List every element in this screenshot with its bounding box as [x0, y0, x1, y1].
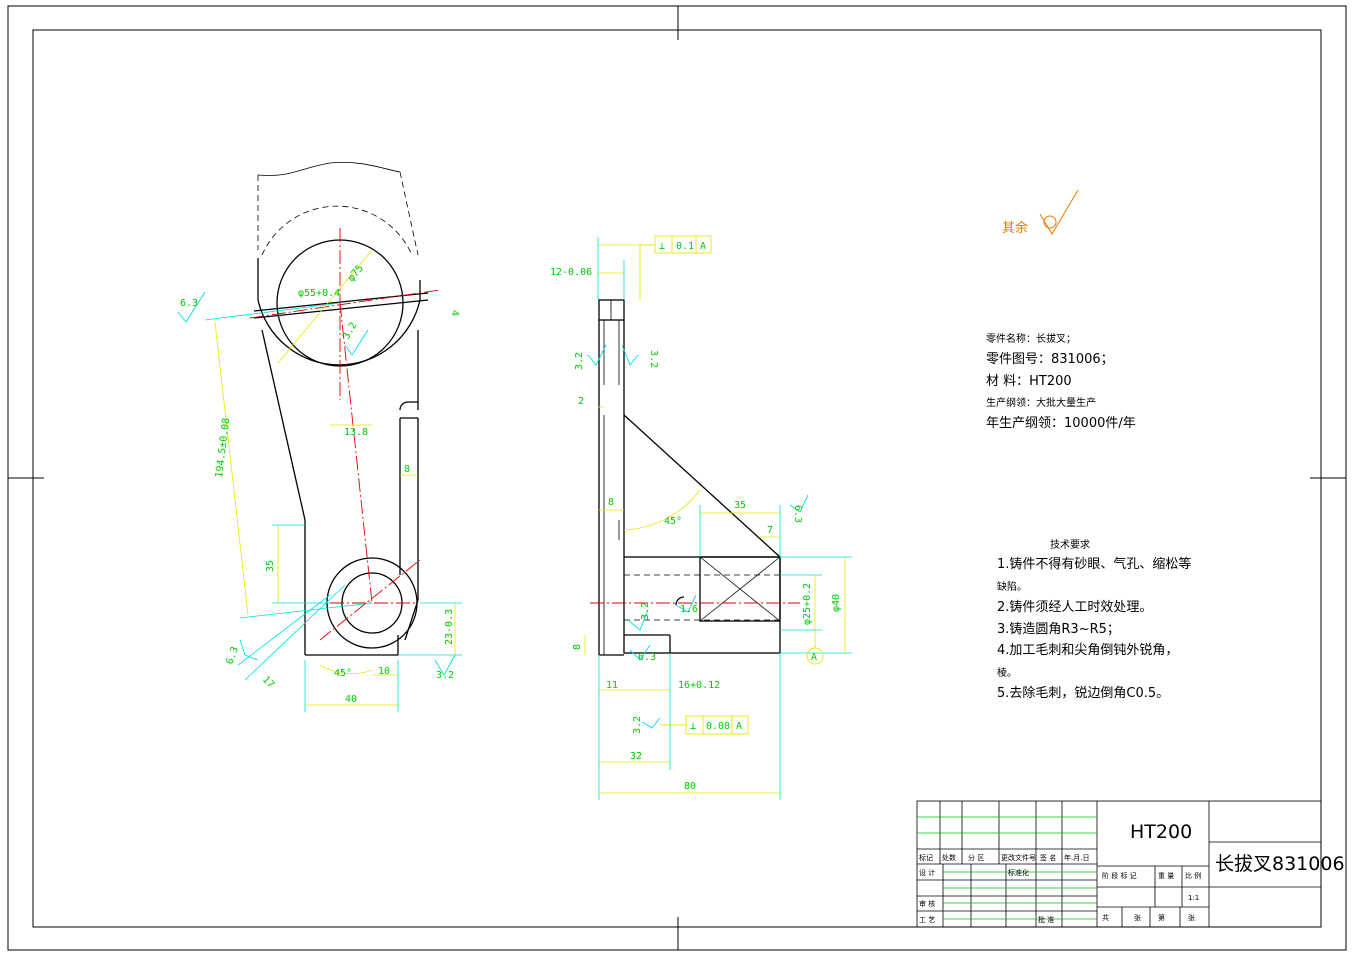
side-view — [584, 235, 852, 800]
surface-finish-note: 其余 — [1002, 189, 1079, 236]
part-number: 零件图号：831006； — [986, 352, 1114, 367]
roughness-3-2-left: 3.2 — [574, 352, 585, 370]
part-material: 材 料：HT200 — [986, 374, 1072, 389]
dim-40: 40 — [345, 694, 357, 705]
roughness-6-3-b: 6.3 — [224, 645, 241, 666]
tb-row-label-6: 年.月.日 — [1064, 853, 1089, 862]
part-name: 零件名称：长拔叉； — [986, 332, 1076, 345]
dim-45deg: 45° — [334, 668, 352, 679]
scale-value: 1:1 — [1188, 894, 1199, 902]
fcf-top-symbol: ⊥ — [659, 241, 665, 252]
tb-right-label-1: 阶 段 标 记 — [1102, 871, 1137, 880]
dim-7: 7 — [767, 525, 773, 536]
surface-finish-label: 其余 — [1002, 220, 1028, 236]
dim-16: 16+0.12 — [678, 680, 720, 691]
tb-row-label-5: 签 名 — [1040, 853, 1056, 862]
dim-45deg-side: 45° — [664, 516, 682, 527]
fcf-top-tol: 0.1 — [676, 241, 694, 252]
tb-row-label-1: 标记 — [919, 853, 933, 862]
dim-35: 35 — [265, 560, 276, 572]
dim-d40: φ40 — [831, 594, 842, 612]
dim-10: 10 — [378, 666, 390, 677]
dim-2: 2 — [578, 396, 584, 407]
roughness-3-2-d: 3.2 — [632, 716, 643, 734]
tb-bottom-label-1: 共 — [1102, 913, 1109, 922]
dim-32: 32 — [630, 751, 642, 762]
title-block-text: HT200 长拔叉831006 1:1 标记 处数 分 区 更改文件号 签 名 … — [919, 821, 1345, 924]
roughness-6-3-c: 6.3 — [638, 652, 656, 663]
technical-requirements: 技术要求 1.铸件不得有砂眼、气孔、缩松等 缺陷。 2.铸件须经人工时效处理。 … — [997, 538, 1191, 701]
tb-row-label-4: 更改文件号 — [1001, 853, 1036, 862]
dim-8-b: 8 — [572, 644, 583, 650]
roughness-6-3-side: 6.3 — [792, 505, 803, 523]
dim-d55: φ55+0.4 — [298, 288, 340, 299]
dim-11: 11 — [606, 680, 618, 691]
tech-req-item-4-cont: 棱。 — [997, 666, 1017, 679]
drawing-title: 长拔叉831006 — [1215, 853, 1345, 875]
tb-left-label-5: 批 准 — [1038, 915, 1054, 924]
side-view-dim-labels: ⊥ 0.1 A 12-0.06 3.2 3.2 2 8 45° 35 7 6.3… — [550, 241, 842, 792]
fcf-top-datum: A — [700, 241, 706, 252]
fcf-bottom-tol: 0.08 — [706, 721, 730, 732]
tech-req-item-5: 5.去除毛刺，锐边倒角C0.5。 — [997, 686, 1169, 701]
roughness-symbol-icon — [1039, 189, 1079, 235]
roughness-3-2-b: 3.2 — [436, 670, 454, 681]
tb-row-label-2: 处数 — [942, 853, 956, 862]
dim-12: 12-0.06 — [550, 267, 592, 278]
roughness-3-2-right: 3.2 — [648, 350, 659, 368]
fcf-bottom-symbol: ⊥ — [690, 721, 696, 732]
roughness-3-2-a: 3.2 — [341, 320, 360, 341]
dim-23: 23-0.3 — [444, 609, 455, 645]
tech-req-item-3: 3.铸造圆角R3~R5； — [997, 621, 1120, 637]
roughness-1-6: 1.6 — [680, 604, 698, 615]
tb-bottom-label-2: 张 — [1134, 913, 1141, 922]
dim-17: 17 — [260, 674, 276, 690]
tech-req-item-4: 4.加工毛刺和尖角倒钝外锐角， — [997, 643, 1178, 658]
roughness-6-3-a: 6.3 — [180, 298, 198, 309]
dim-13-8: 13.8 — [344, 427, 368, 438]
tb-row-label-3: 分 区 — [968, 853, 984, 862]
dim-8-a: 8 — [608, 497, 614, 508]
dim-80: 80 — [684, 781, 696, 792]
title-material: HT200 — [1130, 821, 1192, 843]
tb-bottom-label-3: 第 — [1158, 913, 1165, 922]
production-type: 生产纲领：大批大量生产 — [986, 396, 1096, 409]
tb-left-label-1: 设 计 — [919, 868, 935, 877]
tech-req-item-1: 1.铸件不得有砂眼、气孔、缩松等 — [997, 556, 1191, 572]
tb-bottom-label-4: 张 — [1188, 913, 1195, 922]
datum-a-label: A — [811, 652, 817, 663]
roughness-circle-icon — [1043, 215, 1057, 229]
dim-35-side: 35 — [734, 500, 746, 511]
sheet-border — [7, 5, 1347, 951]
roughness-3-2-c: 3.2 — [640, 602, 651, 620]
dim-8: 8 — [404, 464, 410, 475]
tech-req-title: 技术要求 — [1050, 538, 1090, 551]
title-block — [916, 800, 1322, 928]
dim-length: 194.5±0.08 — [214, 417, 232, 478]
tech-req-item-1-cont: 缺陷。 — [997, 580, 1027, 593]
tech-req-item-2: 2.铸件须经人工时效处理。 — [997, 599, 1152, 615]
tb-left-label-4: 工 艺 — [919, 916, 935, 924]
tb-left-label-3: 审 核 — [919, 899, 935, 908]
dim-d25: φ25+0.2 — [802, 583, 813, 625]
fcf-bottom-datum: A — [736, 721, 742, 732]
part-info: 零件名称：长拔叉； 零件图号：831006； 材 料：HT200 生产纲领：大批… — [986, 332, 1136, 431]
dim-d75: φ75 — [346, 263, 366, 284]
front-view — [177, 161, 462, 712]
tb-left-label-2: 标准化 — [1008, 868, 1029, 877]
annual-output: 年生产纲领：10000件/年 — [986, 416, 1136, 431]
tb-right-label-3: 比 例 — [1185, 871, 1201, 880]
dim-4: 4 — [449, 310, 460, 316]
tb-right-label-2: 重 量 — [1158, 872, 1174, 880]
